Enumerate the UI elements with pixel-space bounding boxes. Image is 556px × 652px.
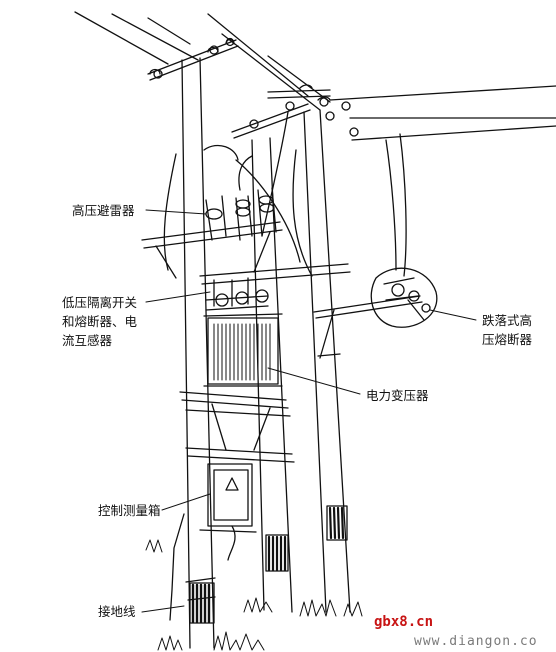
right-pole bbox=[303, 109, 351, 613]
power-transformer bbox=[203, 313, 283, 387]
arrester-crossarm bbox=[141, 221, 283, 279]
label-lv-switch-fuse-ct: 低压隔离开关 和熔断器、电 流互感器 bbox=[62, 295, 138, 348]
label-power-transformer: 电力变压器 bbox=[366, 388, 429, 403]
watermark-diangon: www.diangon.co bbox=[414, 634, 538, 649]
middle-pole bbox=[251, 137, 293, 613]
control-measurement-box bbox=[199, 463, 257, 561]
lv-switch-crossarm bbox=[199, 263, 351, 311]
overhead-lines bbox=[74, 11, 556, 141]
transformer-platform bbox=[179, 391, 295, 463]
label-control-box: 控制测量箱 bbox=[98, 503, 161, 518]
ground-wire bbox=[169, 513, 185, 621]
top-crossarms bbox=[147, 37, 359, 139]
label-surge-arrester: 高压避雷器 bbox=[72, 203, 135, 218]
leader-lines bbox=[141, 209, 477, 613]
dropout-fuse-assembly bbox=[313, 267, 438, 359]
watermark-gbx8: gbx8.cn bbox=[374, 614, 434, 630]
lead-wires bbox=[163, 111, 407, 277]
left-pole bbox=[181, 57, 216, 649]
ground-grass bbox=[145, 539, 363, 651]
label-ground-wire: 接地线 bbox=[98, 604, 136, 619]
label-dropout-fuse: 跌落式高 压熔断器 bbox=[482, 313, 533, 347]
